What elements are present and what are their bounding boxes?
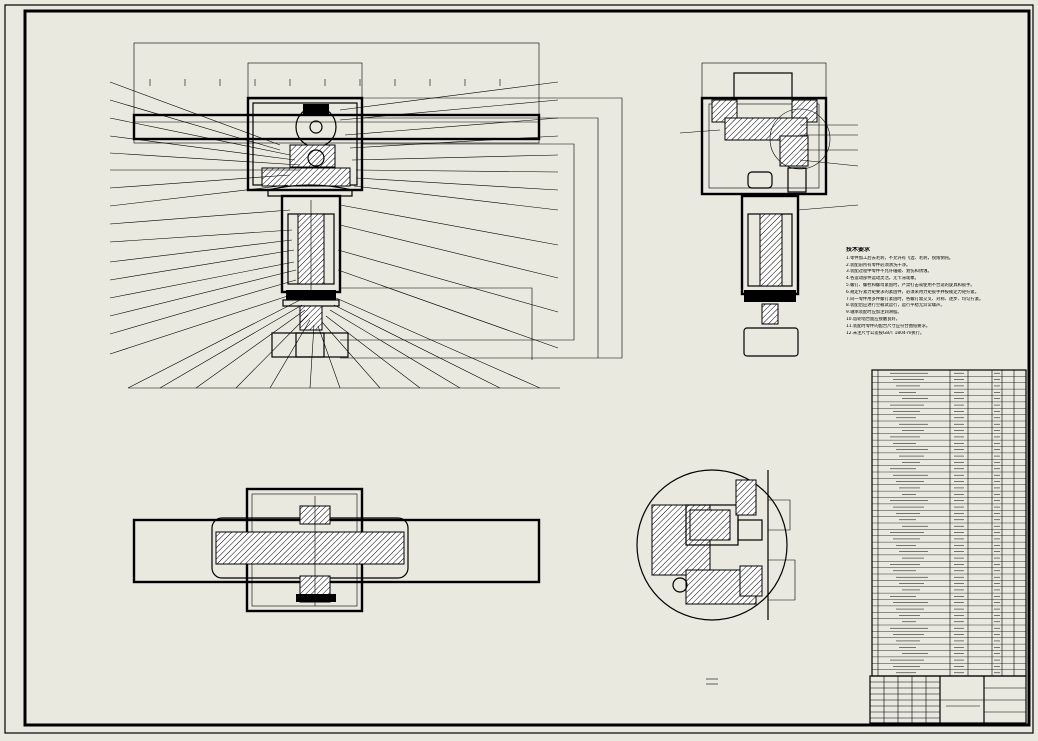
technical-requirements: 技术要求 1.零件加工后去毛刺，不允许有飞边、毛刺，锐角倒钝。 2.装配前所有零… <box>846 247 1036 337</box>
view-label-mark <box>706 678 718 685</box>
leader-lines <box>109 81 623 389</box>
parts-list-table <box>871 369 1027 677</box>
detail-view <box>636 469 796 621</box>
leader-tick-marks <box>149 79 501 86</box>
requirement-line: 10.齿轮啮合面应接触良好。 <box>846 316 901 322</box>
requirement-line: 7.同一零件用多件螺钉紧固时，各螺钉需交叉、对称、逐步、均匀拧紧。 <box>846 296 984 302</box>
requirement-line: 3.装配过程中零件不允许磕碰、划伤和锈蚀。 <box>846 269 932 275</box>
top-view <box>132 487 541 613</box>
requirement-line: 1.零件加工后去毛刺，不允许有飞边、毛刺，锐角倒钝。 <box>846 255 954 261</box>
outer-border <box>4 4 1034 734</box>
technical-requirements-title: 技术要求 <box>846 247 871 253</box>
requirement-line: 12.未注尺寸公差按GB/T 1804-m执行。 <box>846 330 925 336</box>
requirement-line: 6.规定拧紧力矩要求的紧固件，必须采用力矩扳手并按规定力矩拧紧。 <box>846 289 980 295</box>
front-view <box>132 42 541 358</box>
side-view <box>679 62 859 357</box>
requirement-line: 8.装配后应进行空载试运行，运行平稳无异常噪声。 <box>846 303 945 309</box>
requirement-line: 5.螺钉、螺栓和螺母紧固时，严禁打击或使用不合适的旋具和扳手。 <box>846 282 975 288</box>
requirement-line: 11.装配时零件的配合尺寸应符合图纸要求。 <box>846 323 931 329</box>
requirement-line: 9.轴承装配时应加注润滑脂。 <box>846 310 902 316</box>
requirement-line: 4.各运动部件运动灵活，无卡滞现象。 <box>846 276 919 282</box>
requirement-line: 2.装配前所有零件必须清洗干净。 <box>846 262 911 268</box>
title-block <box>869 675 1027 724</box>
inner-border <box>23 9 1031 727</box>
